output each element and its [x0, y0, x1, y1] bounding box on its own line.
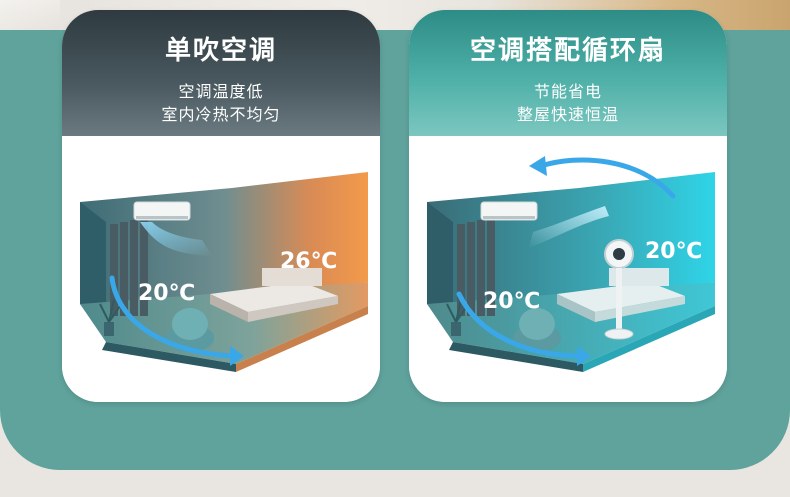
ac-fan-title: 空调搭配循环扇 [469, 36, 666, 66]
ac-only-subtitle-2: 室内冷热不均匀 [161, 105, 281, 124]
ac-fan-subtitle-2: 整屋快速恒温 [516, 105, 619, 124]
ac-fan-temp-room: 20℃ [483, 289, 540, 314]
ac-fan-temp-fan: 20℃ [645, 239, 702, 264]
airflow-arrow-icon [109, 275, 237, 359]
curtain [110, 218, 148, 316]
ac-only-title: 单吹空调 [164, 36, 277, 66]
circulation-fan-icon [604, 239, 634, 340]
curtain [457, 218, 495, 316]
bed-illustration [210, 268, 338, 322]
ac-only-temp-low: 20℃ [138, 281, 195, 306]
ac-only-temp-high: 26℃ [280, 249, 337, 274]
ac-fan-header: 空调搭配循环扇 节能省电 整屋快速恒温 [409, 10, 727, 136]
ac-fan-room-illustration: 20℃ 20℃ [409, 136, 727, 402]
ac-only-room-illustration: 20℃ 26℃ [62, 136, 380, 402]
airflow-arrow-icon [538, 157, 676, 199]
ac-only-header: 单吹空调 空调温度低 室内冷热不均匀 [62, 10, 380, 136]
ac-fan-card: 空调搭配循环扇 节能省电 整屋快速恒温 [409, 10, 727, 402]
ac-fan-subtitle-1: 节能省电 [533, 82, 602, 101]
airflow-arrow-icon [456, 291, 584, 359]
ac-only-card: 单吹空调 空调温度低 室内冷热不均匀 [62, 10, 380, 402]
air-conditioner-icon [480, 201, 538, 221]
air-conditioner-icon [133, 201, 191, 221]
ac-only-subtitle-1: 空调温度低 [178, 82, 264, 101]
